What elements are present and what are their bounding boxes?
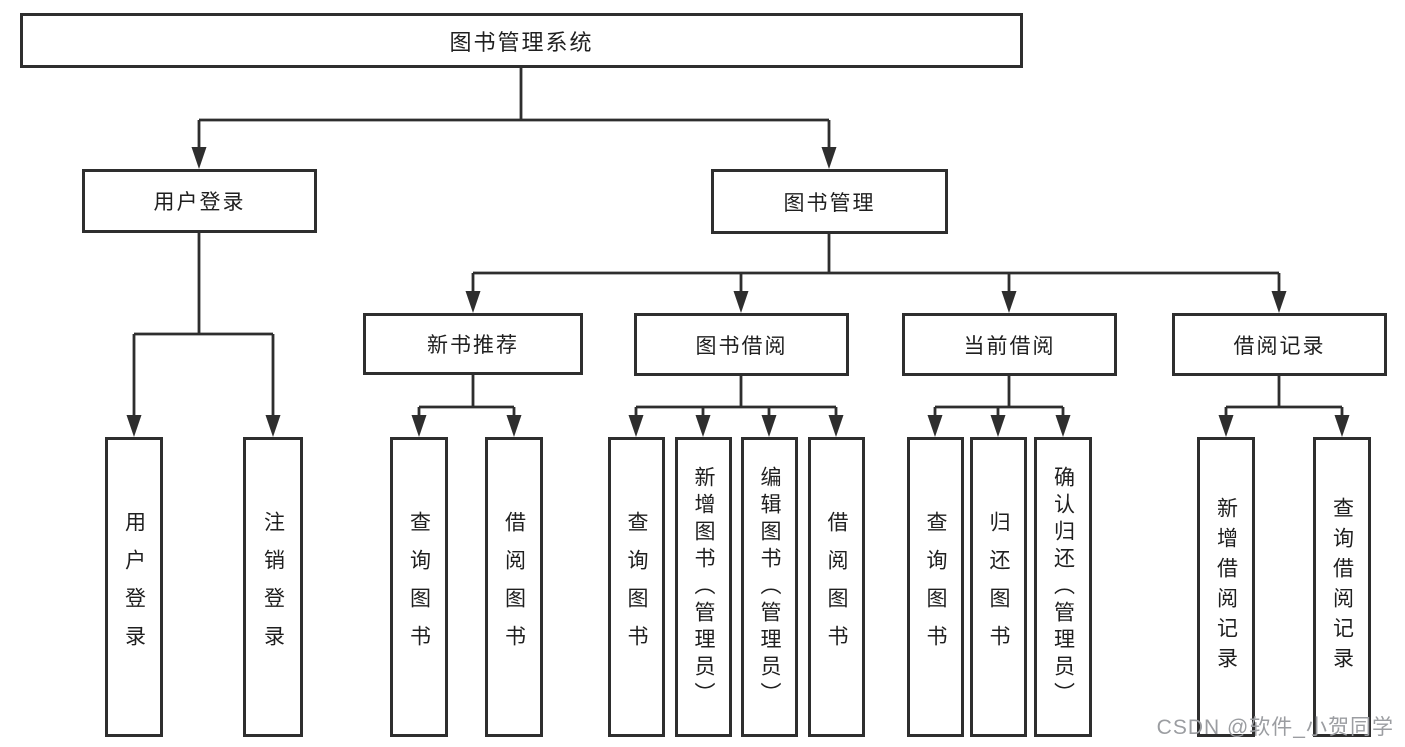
- leaf-recommend-borrow-books: 借阅图书: [485, 437, 543, 737]
- node-book-management: 图书管理: [711, 169, 948, 234]
- leaf-borrow-edit-books-admin: 编辑图书（管理员）: [741, 437, 798, 737]
- node-user-login: 用户登录: [82, 169, 317, 233]
- leaf-recommend-query-books: 查询图书: [390, 437, 448, 737]
- leaf-logout: 注销登录: [243, 437, 303, 737]
- leaf-borrow-borrow-books: 借阅图书: [808, 437, 865, 737]
- node-borrowing-records: 借阅记录: [1172, 313, 1387, 376]
- leaf-borrow-query-books: 查询图书: [608, 437, 665, 737]
- node-new-book-recommendation: 新书推荐: [363, 313, 583, 375]
- node-library-system: 图书管理系统: [20, 13, 1023, 68]
- node-current-borrowing: 当前借阅: [902, 313, 1117, 376]
- leaf-borrow-add-books-admin: 新增图书（管理员）: [675, 437, 732, 737]
- leaf-records-query-record: 查询借阅记录: [1313, 437, 1371, 737]
- watermark: CSDN @软件_小贺同学: [1156, 716, 1394, 739]
- node-book-borrowing: 图书借阅: [634, 313, 849, 376]
- leaf-user-login: 用户登录: [105, 437, 163, 737]
- leaf-current-confirm-return-admin: 确认归还（管理员）: [1034, 437, 1092, 737]
- leaf-current-return-books: 归还图书: [970, 437, 1027, 737]
- leaf-records-add-record: 新增借阅记录: [1197, 437, 1255, 737]
- leaf-current-query-books: 查询图书: [907, 437, 964, 737]
- tree-edges: [132, 68, 1344, 420]
- arrowhead-icons: [126, 147, 1350, 437]
